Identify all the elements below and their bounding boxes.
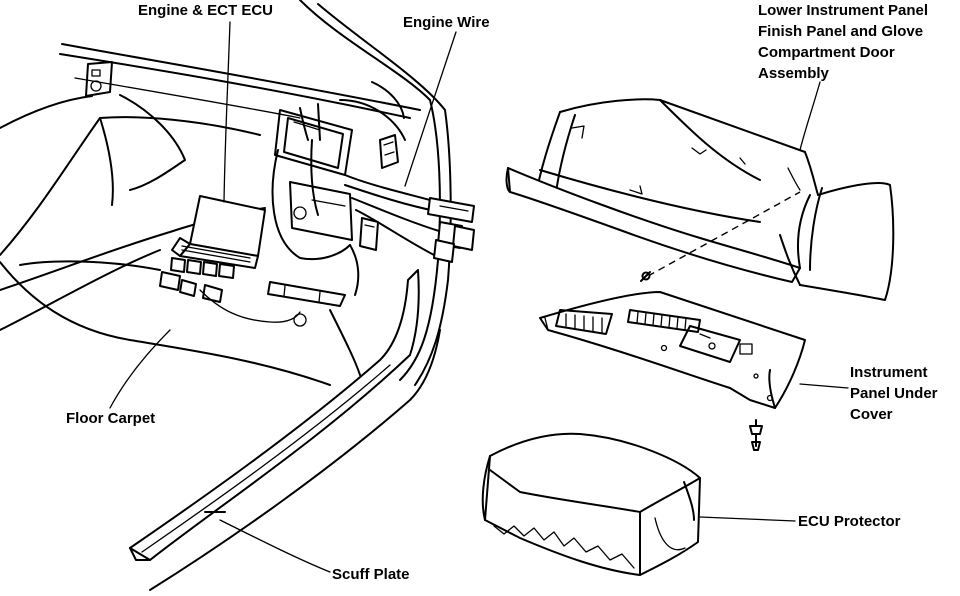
label-engine-wire: Engine Wire [403,14,490,31]
ecu-protector [481,432,701,576]
label-ecu-protector: ECU Protector [798,513,901,530]
engine-wire-harness [344,174,475,263]
label-engine-ect-ecu: Engine & ECT ECU [138,2,274,19]
scuff-plate [129,269,441,591]
screw-upper [640,271,651,282]
bracket-assembly [267,103,360,307]
label-glove-box-line-3: Compartment Door [758,44,895,61]
screw-line-upper [647,191,801,277]
label-glove-box-line-4: Assembly [758,65,829,82]
label-under-cover-line-3: Cover [850,406,893,423]
label-under-cover-line-1: Instrument [850,364,928,381]
glove-box-assembly [505,98,895,301]
label-glove-box-line-1: Lower Instrument Panel [758,2,929,19]
ecu-module [159,195,307,327]
label-under-cover: Instrument Panel Under Cover [850,362,938,425]
leader-lines [109,21,849,573]
label-under-cover-line-2: Panel Under [850,385,938,402]
under-cover [539,291,806,409]
label-scuff-plate: Scuff Plate [332,566,410,583]
label-glove-box-line-2: Finish Panel and Glove [758,23,924,40]
label-floor-carpet: Floor Carpet [66,410,156,427]
door-frame [299,0,452,386]
label-glove-box: Lower Instrument Panel Finish Panel and … [758,0,928,84]
dashboard-lines [0,43,421,386]
screw-lower [749,419,763,451]
